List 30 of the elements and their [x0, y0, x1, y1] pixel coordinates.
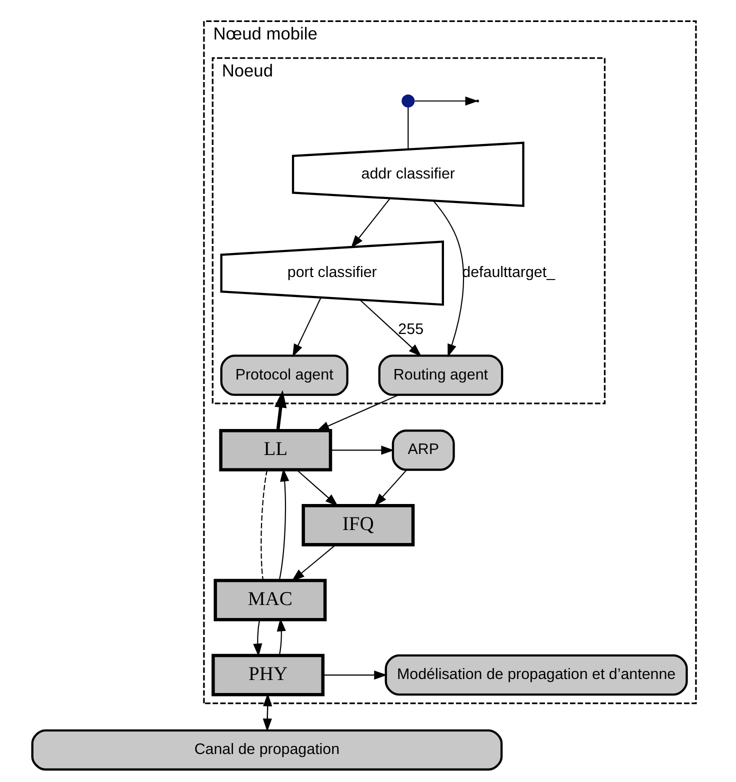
arrow: [374, 470, 406, 506]
arrow: [278, 468, 289, 581]
arrow: [291, 544, 336, 582]
node-box: ARP: [391, 430, 454, 471]
arrow: [322, 670, 387, 680]
node-box: IFQ: [301, 504, 414, 546]
arrow: [292, 298, 321, 358]
arrow: [330, 446, 394, 455]
arrow: [359, 300, 422, 357]
node-box: Canal de propagation: [30, 729, 502, 771]
arrow: [432, 200, 464, 358]
arrow: [316, 394, 398, 432]
node-box: MAC: [213, 578, 326, 622]
node-box: LL: [218, 429, 332, 472]
edge-label: 255: [398, 321, 424, 338]
node-box: Modélisation de propagation et d’antenne: [384, 654, 688, 696]
node-box: Routing agent: [378, 354, 503, 396]
arrow: [414, 96, 478, 106]
arrow: [276, 618, 286, 656]
arrow: [296, 470, 338, 506]
connector: [260, 470, 268, 580]
node-circle: [401, 94, 414, 108]
arrow: [274, 390, 286, 430]
node-box: Protocol agent: [220, 354, 348, 396]
arrow: [252, 620, 262, 657]
node-box: PHY: [211, 654, 324, 696]
arrow: [350, 198, 390, 248]
node-box: port classifier: [220, 240, 444, 306]
connector: [407, 107, 408, 150]
node-box: addr classifier: [291, 142, 524, 207]
